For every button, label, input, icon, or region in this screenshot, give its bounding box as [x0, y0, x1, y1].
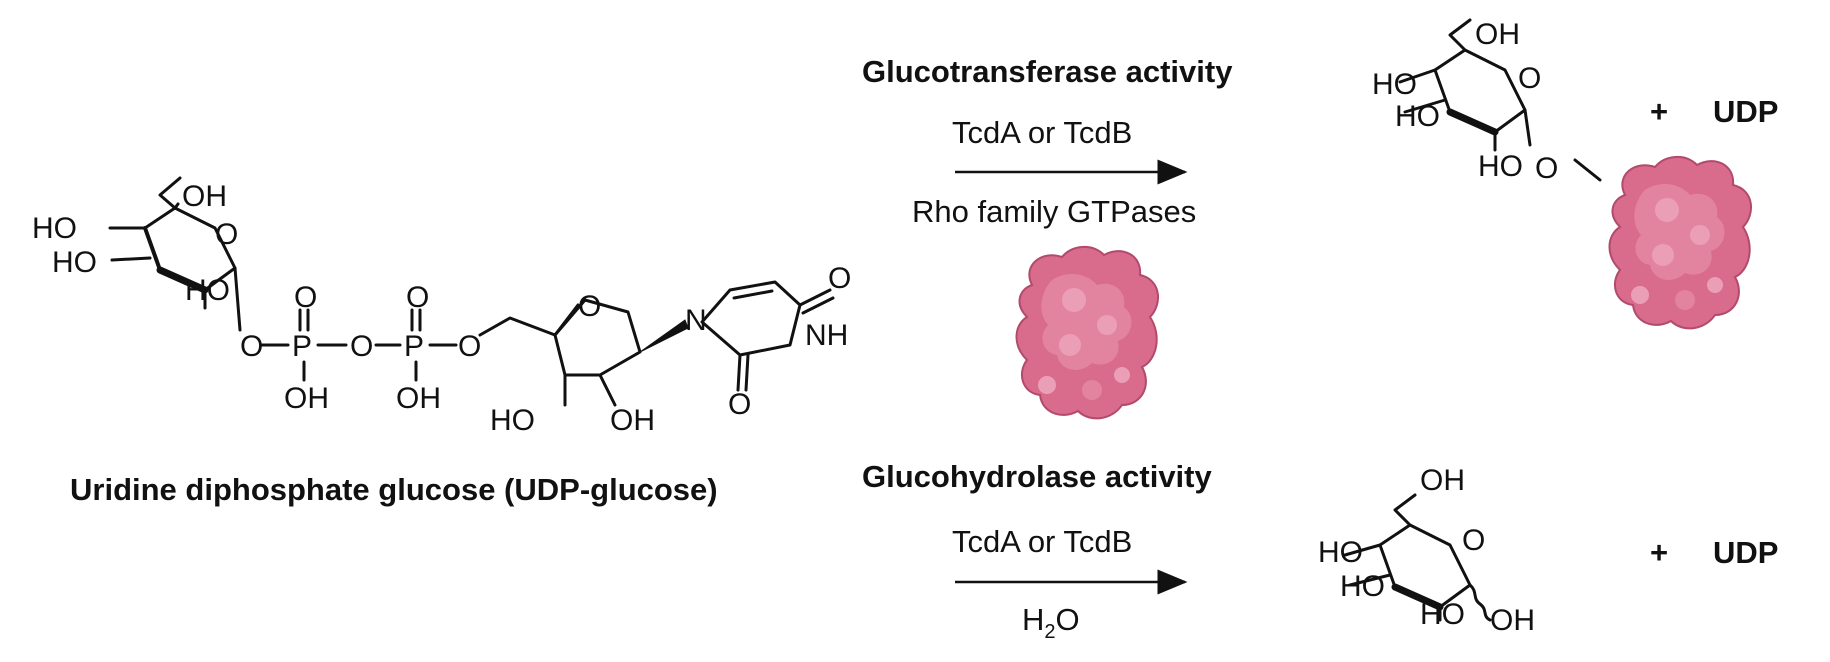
svg-text:HO: HO [1340, 570, 1385, 603]
transferase-product: UDP [1713, 94, 1778, 129]
svg-text:HO: HO [1478, 150, 1523, 183]
svg-text:N: N [685, 304, 707, 337]
svg-text:HO: HO [1420, 598, 1465, 631]
svg-text:O: O [1462, 524, 1485, 557]
glucosylated-protein-product: OH HO HO O HO O [1372, 18, 1753, 330]
udp-glucose-atom-labels: OH HO HO O HO O P O OH O P O OH O O HO O… [32, 180, 851, 437]
svg-text:HO: HO [1372, 68, 1417, 101]
svg-text:HO: HO [52, 246, 97, 279]
svg-text:HO: HO [490, 404, 535, 437]
hydrolase-product: UDP [1713, 535, 1778, 570]
transferase-enzyme: TcdA or TcdB [952, 115, 1132, 150]
svg-text:O: O [350, 330, 373, 363]
svg-text:HO: HO [1395, 100, 1440, 133]
svg-text:OH: OH [1475, 18, 1520, 51]
svg-text:O: O [728, 388, 751, 421]
protein-blob-icon [1608, 155, 1753, 330]
svg-text:OH: OH [1420, 464, 1465, 497]
svg-text:HO: HO [185, 274, 230, 307]
svg-text:OH: OH [182, 180, 227, 213]
svg-text:O: O [406, 281, 429, 314]
svg-text:OH: OH [610, 404, 655, 437]
svg-text:O: O [578, 290, 601, 323]
svg-text:O: O [458, 330, 481, 363]
udp-glucose-structure [108, 176, 835, 407]
hydrolase-enzyme: TcdA or TcdB [952, 524, 1132, 559]
svg-text:OH: OH [1490, 604, 1535, 637]
svg-text:P: P [292, 330, 312, 363]
svg-text:O: O [240, 330, 263, 363]
transferase-plus: + [1650, 94, 1668, 129]
hydrolase-water: H2O [1022, 602, 1080, 643]
hydrolase-plus: + [1650, 535, 1668, 570]
svg-text:O: O [294, 281, 317, 314]
hydrolase-reaction: Glucohydrolase activity TcdA or TcdB H2O [862, 459, 1212, 643]
svg-text:P: P [404, 330, 424, 363]
udp-glucose-name: Uridine diphosphate glucose (UDP-glucose… [70, 472, 718, 507]
svg-text:HO: HO [1318, 536, 1363, 569]
hydrolase-title: Glucohydrolase activity [862, 459, 1212, 494]
svg-text:O: O [828, 262, 851, 295]
svg-text:OH: OH [396, 382, 441, 415]
svg-text:O: O [1518, 62, 1541, 95]
glucose-product: OH HO HO O HO OH [1318, 464, 1535, 637]
svg-text:O: O [215, 218, 238, 251]
svg-text:HO: HO [32, 212, 77, 245]
svg-text:NH: NH [805, 319, 848, 352]
transferase-reaction: Glucotransferase activity TcdA or TcdB R… [862, 54, 1233, 420]
svg-text:OH: OH [284, 382, 329, 415]
svg-text:O: O [1535, 152, 1558, 185]
protein-blob-icon [1015, 245, 1160, 420]
transferase-substrate: Rho family GTPases [912, 194, 1196, 229]
transferase-title: Glucotransferase activity [862, 54, 1233, 89]
